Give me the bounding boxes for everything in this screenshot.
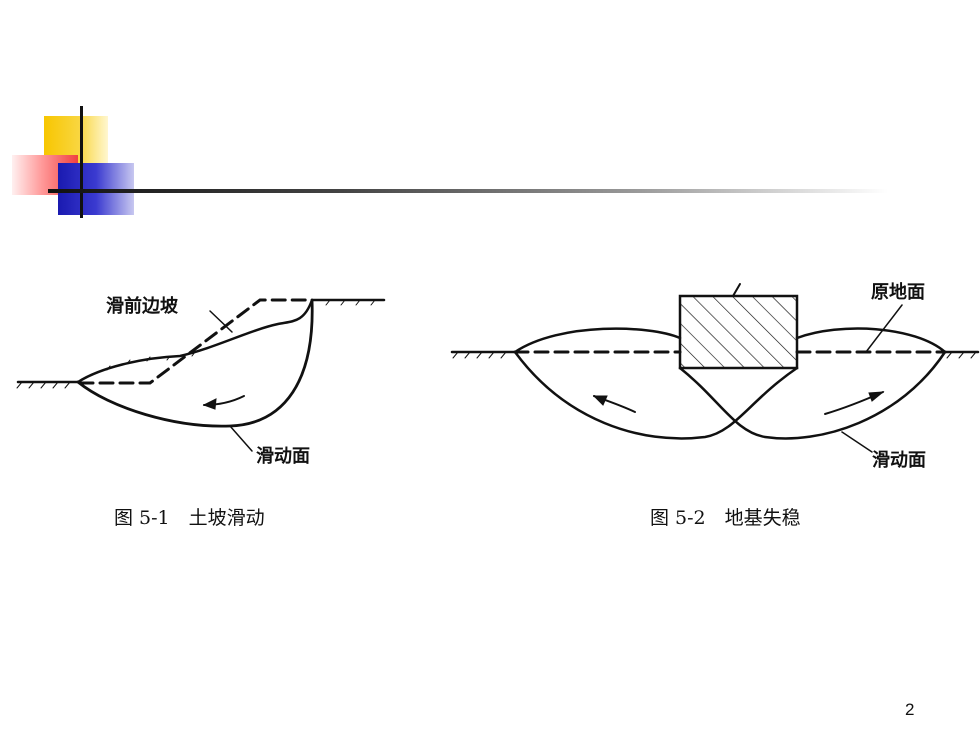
ground-hatch-marks	[16, 299, 376, 389]
figure-5-1-diagram	[16, 298, 386, 452]
sliding-arrowhead	[202, 398, 217, 410]
foundation-crack	[732, 283, 741, 297]
failure-surface-right	[678, 350, 947, 440]
heave-left	[513, 327, 682, 354]
title-decoration-vertical-line	[80, 106, 83, 218]
page-number: 2	[905, 700, 915, 719]
failure-surface-left	[513, 350, 799, 440]
ground-hatch-marks-right	[452, 351, 977, 359]
label-sliding-surface-right: 滑动面	[872, 450, 926, 471]
original-slope-dashed	[78, 298, 314, 385]
leader-line-top	[209, 310, 233, 333]
label-sliding-surface-left: 滑动面	[256, 446, 310, 467]
leader-line-bottom	[229, 425, 253, 452]
leader-line-original-ground	[865, 304, 903, 353]
figure-5-2-diagram	[450, 283, 980, 453]
caption-figure-5-2: 图 5-2 地基失稳	[650, 507, 801, 529]
slid-slope-surface	[76, 298, 314, 384]
title-underline	[48, 189, 888, 193]
label-pre-slide-slope: 滑前边坡	[106, 295, 179, 317]
heave-right	[795, 327, 947, 354]
caption-figure-5-1: 图 5-1 土坡滑动	[114, 507, 265, 529]
foundation-block	[678, 294, 799, 370]
sliding-arrowhead-right	[868, 391, 885, 402]
sliding-arrowhead-left	[592, 395, 608, 406]
failure-surface	[76, 298, 314, 428]
label-original-ground: 原地面	[871, 281, 925, 303]
leader-line-sliding-surface	[841, 431, 873, 453]
